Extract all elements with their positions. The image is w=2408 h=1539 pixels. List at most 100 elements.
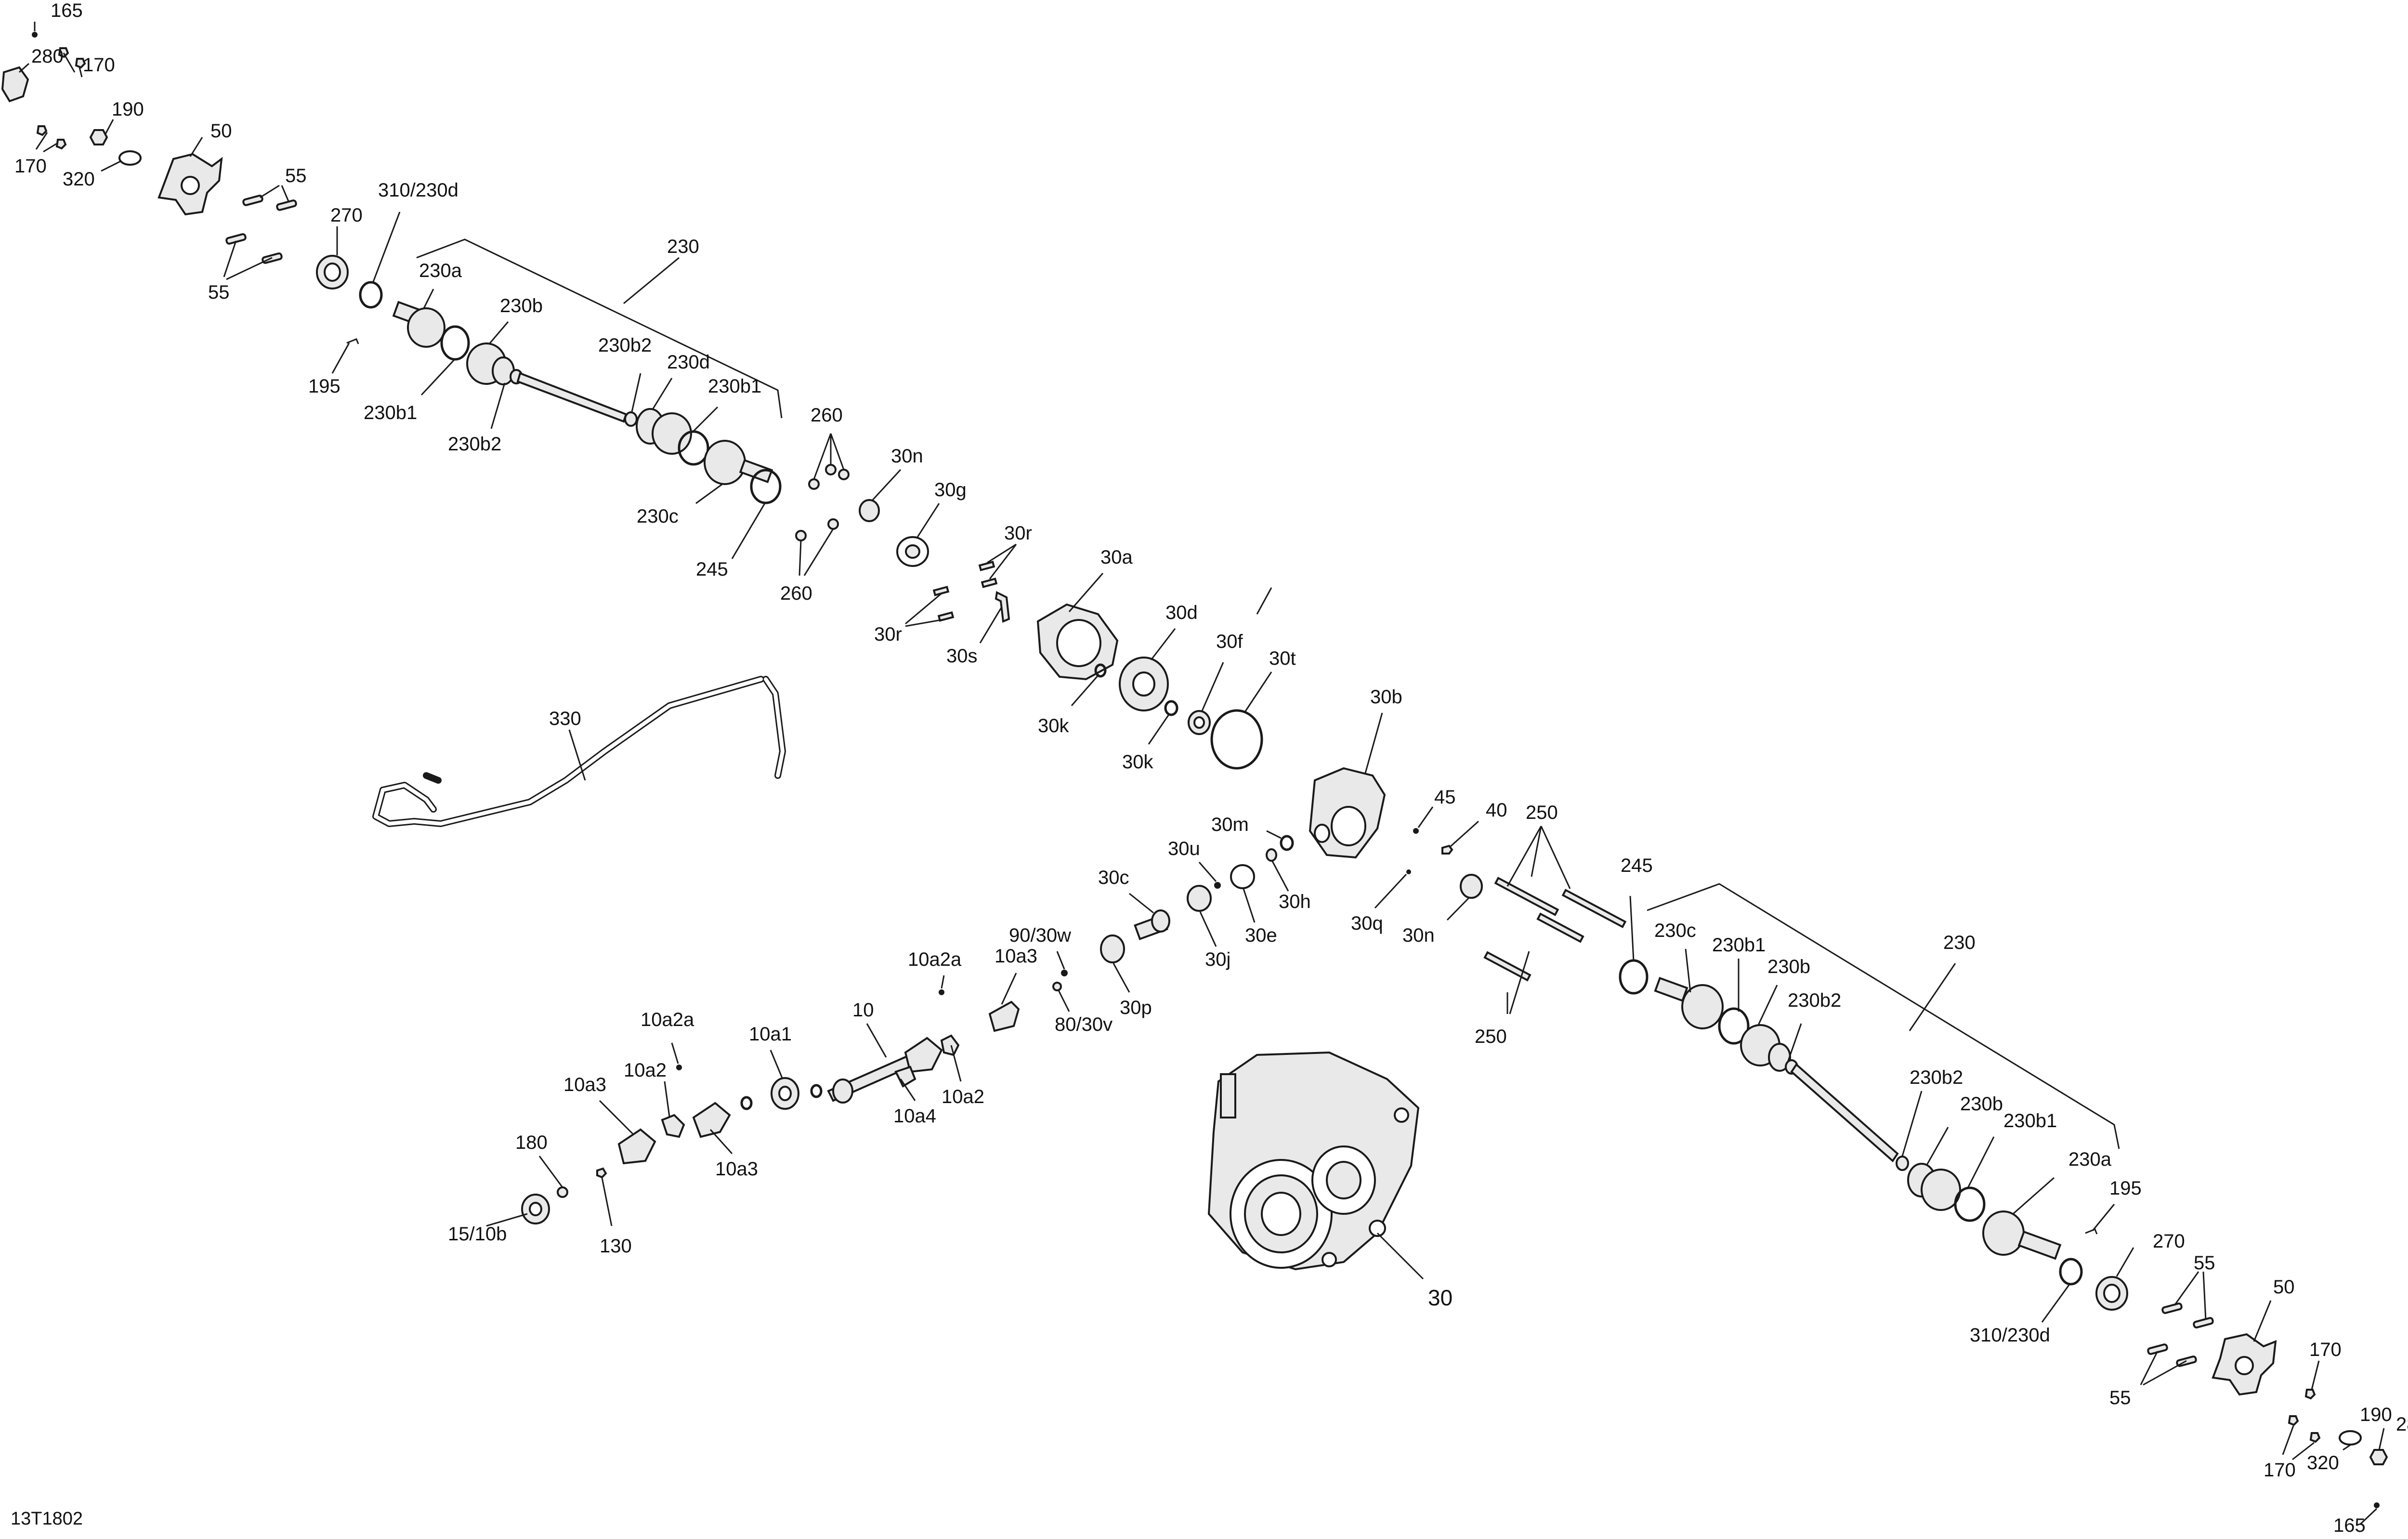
part-30q — [1406, 869, 1411, 874]
part-130 — [596, 1167, 607, 1179]
part-10a3-left — [617, 1128, 656, 1165]
label-320: 320 — [63, 169, 95, 190]
label-30n: 30n — [891, 446, 923, 467]
bracket-230-bot — [1647, 883, 2120, 1149]
label-195: 195 — [308, 376, 340, 397]
label-10a2: 10a2 — [624, 1060, 667, 1081]
label-180: 180 — [515, 1132, 548, 1153]
part-30n-top — [859, 499, 880, 522]
part-170-top-b — [75, 58, 86, 69]
label-170: 170 — [83, 54, 115, 76]
label-190: 190 — [2360, 1404, 2392, 1425]
part-10a1 — [771, 1077, 799, 1110]
label-190: 190 — [112, 99, 144, 120]
label-30p: 30p — [1120, 997, 1152, 1018]
label-30e: 30e — [1245, 925, 1277, 946]
bolts-30r — [932, 561, 998, 622]
label-30t: 30t — [1269, 648, 1296, 669]
label-30r: 30r — [874, 624, 902, 645]
part-270-bot-inner — [2103, 1284, 2120, 1303]
part-310-230d-top — [359, 281, 383, 309]
label-10a2a: 10a2a — [908, 949, 962, 970]
label-30u: 30u — [1168, 838, 1200, 859]
part-80-30v — [1052, 982, 1062, 991]
label-10: 10 — [852, 1000, 874, 1021]
label-270: 270 — [2153, 1231, 2185, 1252]
label-230d: 230d — [667, 352, 710, 373]
label-260: 260 — [780, 583, 812, 604]
part-30h — [1266, 848, 1277, 862]
part-10a2a-right — [939, 989, 944, 995]
part-280-top — [1, 66, 29, 103]
part-30k-a — [1094, 663, 1107, 678]
part-320-bot — [2339, 1430, 2362, 1446]
label-165: 165 — [51, 0, 83, 21]
part-10a3-bottom — [692, 1102, 731, 1138]
part-170-bot-c — [2309, 1432, 2321, 1443]
label-320: 320 — [2307, 1452, 2339, 1473]
part-50-bot-hub — [2235, 1356, 2254, 1375]
label-170: 170 — [2309, 1339, 2342, 1360]
part-190-top — [89, 129, 108, 145]
leader-lines — [18, 22, 2385, 1526]
label-10a2a: 10a2a — [641, 1009, 694, 1030]
part-30s — [995, 591, 1010, 623]
part-30d-inner — [1132, 671, 1155, 697]
part-245-top — [750, 469, 782, 504]
label-50: 50 — [210, 120, 232, 142]
label-230b2: 230b2 — [1910, 1067, 1963, 1088]
label-10a3: 10a3 — [995, 946, 1037, 967]
label-230b1: 230b1 — [364, 402, 417, 423]
label-90-30w: 90/30w — [1009, 925, 1071, 946]
label-270: 270 — [330, 205, 363, 226]
part-10-shaft — [827, 1037, 943, 1104]
label-10a2: 10a2 — [942, 1086, 984, 1107]
label-230b1: 230b1 — [1712, 934, 1766, 956]
label-230: 230 — [1943, 932, 1976, 953]
part-180 — [557, 1186, 568, 1198]
label-10a3: 10a3 — [563, 1074, 606, 1095]
label-55: 55 — [208, 282, 230, 303]
part-165-top — [32, 32, 38, 38]
label-230a: 230a — [2068, 1149, 2112, 1170]
label-45: 45 — [1434, 787, 1456, 808]
label-30m: 30m — [1211, 814, 1249, 835]
label-245: 245 — [1621, 855, 1653, 876]
label-30s: 30s — [946, 645, 978, 667]
part-40 — [1441, 844, 1453, 855]
label-280: 280 — [2396, 1414, 2408, 1435]
label-40: 40 — [1486, 800, 1507, 821]
part-320-top — [118, 150, 142, 166]
part-10a2-right — [940, 1034, 960, 1056]
label-230: 230 — [667, 236, 699, 257]
label-230b2: 230b2 — [448, 434, 501, 455]
label-310-230d: 310/230d — [1970, 1325, 2050, 1346]
label-55: 55 — [285, 165, 307, 186]
label-80-30v: 80/30v — [1055, 1014, 1112, 1035]
studs-55-bot — [2147, 1302, 2214, 1367]
part-170-bot-b — [2288, 1415, 2299, 1426]
part-170-top-c — [36, 125, 48, 136]
part-30k-b — [1164, 700, 1178, 716]
label-280: 280 — [31, 46, 64, 67]
label-50: 50 — [2273, 1276, 2295, 1298]
part-90-30w — [1061, 970, 1068, 976]
label-130: 130 — [600, 1236, 632, 1257]
part-10a2a-left — [676, 1065, 682, 1070]
label-30j: 30j — [1205, 949, 1230, 970]
part-30j — [1187, 885, 1212, 912]
label-230c: 230c — [1654, 920, 1696, 941]
label-165: 165 — [2333, 1515, 2366, 1536]
label-310-230d: 310/230d — [378, 180, 458, 201]
part-190-bot — [2369, 1449, 2388, 1465]
label-30f: 30f — [1216, 631, 1243, 652]
nuts-260 — [795, 464, 850, 541]
bracket-230-top — [416, 238, 783, 419]
part-30b-bore-2 — [1314, 824, 1330, 843]
label-230b: 230b — [1960, 1093, 2003, 1115]
label-30b: 30b — [1370, 686, 1402, 708]
label-230b: 230b — [1767, 956, 1810, 977]
part-310-230d-bot — [2059, 1258, 2083, 1286]
label-10a4: 10a4 — [893, 1105, 936, 1127]
